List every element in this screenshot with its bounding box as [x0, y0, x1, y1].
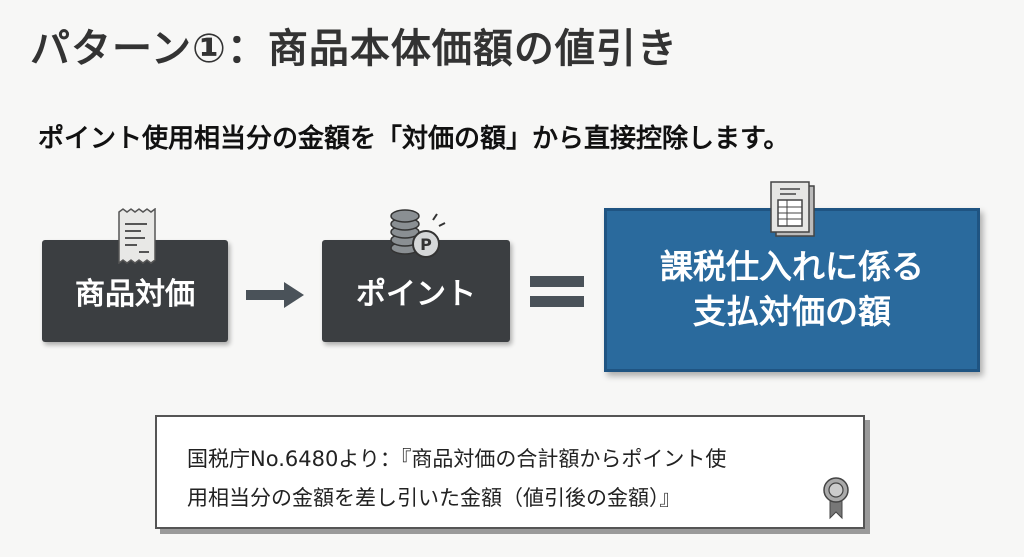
source-note: 国税庁No.6480より：『商品対価の合計額からポイント使 用相当分の金額を差し… — [155, 415, 865, 529]
arrow-right-icon — [246, 282, 304, 308]
points-box: ポイント — [322, 240, 510, 342]
document-table-icon — [770, 181, 815, 237]
equals-icon — [530, 276, 584, 307]
points-label: ポイント — [356, 277, 476, 312]
page-title: パターン①：商品本体価額の値引き — [30, 26, 678, 72]
coin-letter: P — [420, 235, 432, 254]
award-ribbon-icon — [823, 477, 849, 520]
coins-icon: P — [390, 209, 446, 258]
subtitle: ポイント使用相当分の金額を「対価の額」から直接控除します。 — [38, 124, 790, 154]
result-line-2: 支払対価の額 — [693, 292, 891, 331]
note-line-1: 国税庁No.6480より：『商品対価の合計額からポイント使 — [187, 447, 727, 471]
product-price-label: 商品対価 — [75, 277, 195, 312]
result-line-1: 課税仕入れに係る — [660, 247, 924, 287]
note-line-2: 用相当分の金額を差し引いた金額（値引後の金額）』 — [187, 486, 681, 510]
receipt-icon — [118, 208, 156, 264]
